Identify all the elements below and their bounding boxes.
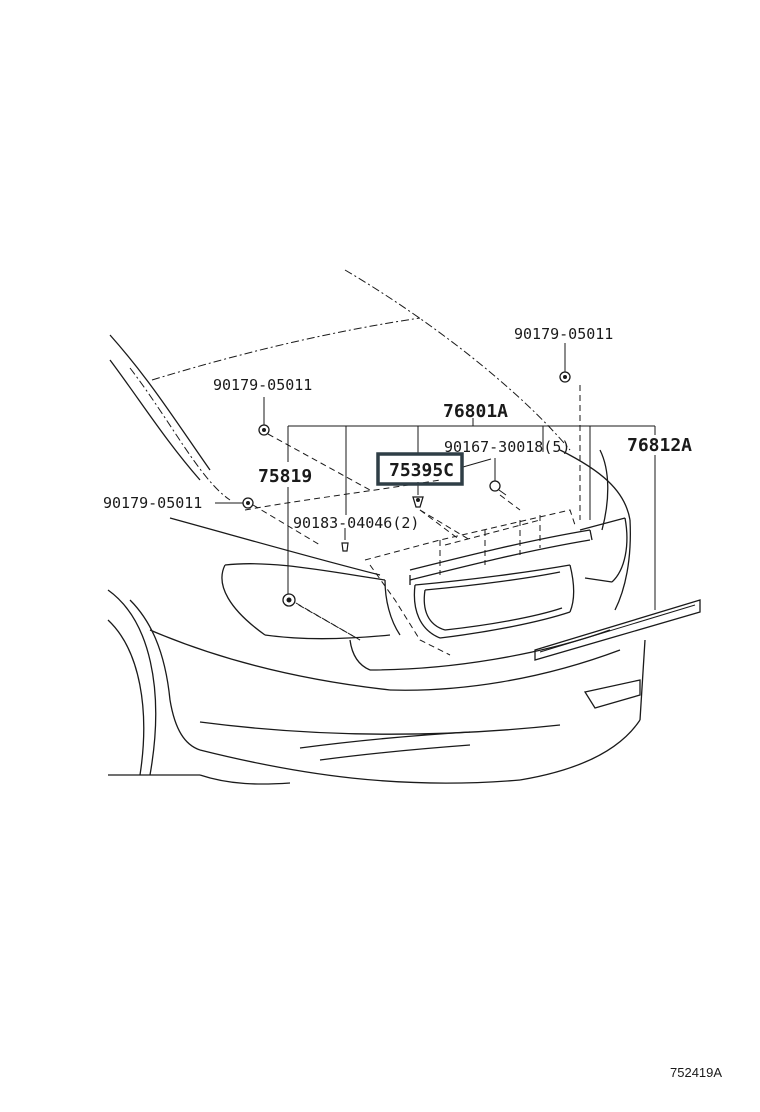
highlight-box	[376, 452, 464, 486]
figure-id: 752419A	[670, 1065, 722, 1080]
callout-clip-right[interactable]: 90179-05011	[514, 325, 613, 343]
license-plate-garnish	[409, 529, 593, 585]
emblem-stud-icon	[412, 496, 424, 508]
callout-spoiler[interactable]: 76812A	[627, 435, 692, 456]
rear-wheel-arch	[107, 589, 291, 785]
trunk-lid-outline	[109, 269, 571, 501]
callout-nut[interactable]: 75819	[258, 466, 312, 487]
clip-icon	[559, 371, 571, 383]
leader-lines	[215, 343, 656, 641]
right-tail-lamp	[579, 517, 628, 583]
callout-clip-small[interactable]: 90183-04046(2)	[293, 514, 419, 532]
rear-body-outline	[169, 449, 631, 611]
license-plate-recess	[413, 564, 575, 639]
nut-icon	[282, 593, 296, 607]
clip-icon	[242, 497, 254, 509]
rear-spoiler-part	[534, 599, 701, 661]
screw-icon	[489, 480, 507, 496]
callout-clip-left-top[interactable]: 90179-05011	[213, 376, 312, 394]
callout-screw[interactable]: 90167-30018(5)	[444, 438, 570, 456]
rear-bumper-outline	[129, 599, 646, 784]
clip-icon	[258, 424, 270, 436]
small-clip-icon	[341, 542, 349, 552]
callout-emblem[interactable]: 75395C	[389, 460, 454, 481]
left-tail-lamp	[221, 563, 401, 640]
callout-garnish-assy[interactable]: 76801A	[443, 401, 508, 422]
callout-clip-left[interactable]: 90179-05011	[103, 494, 202, 512]
